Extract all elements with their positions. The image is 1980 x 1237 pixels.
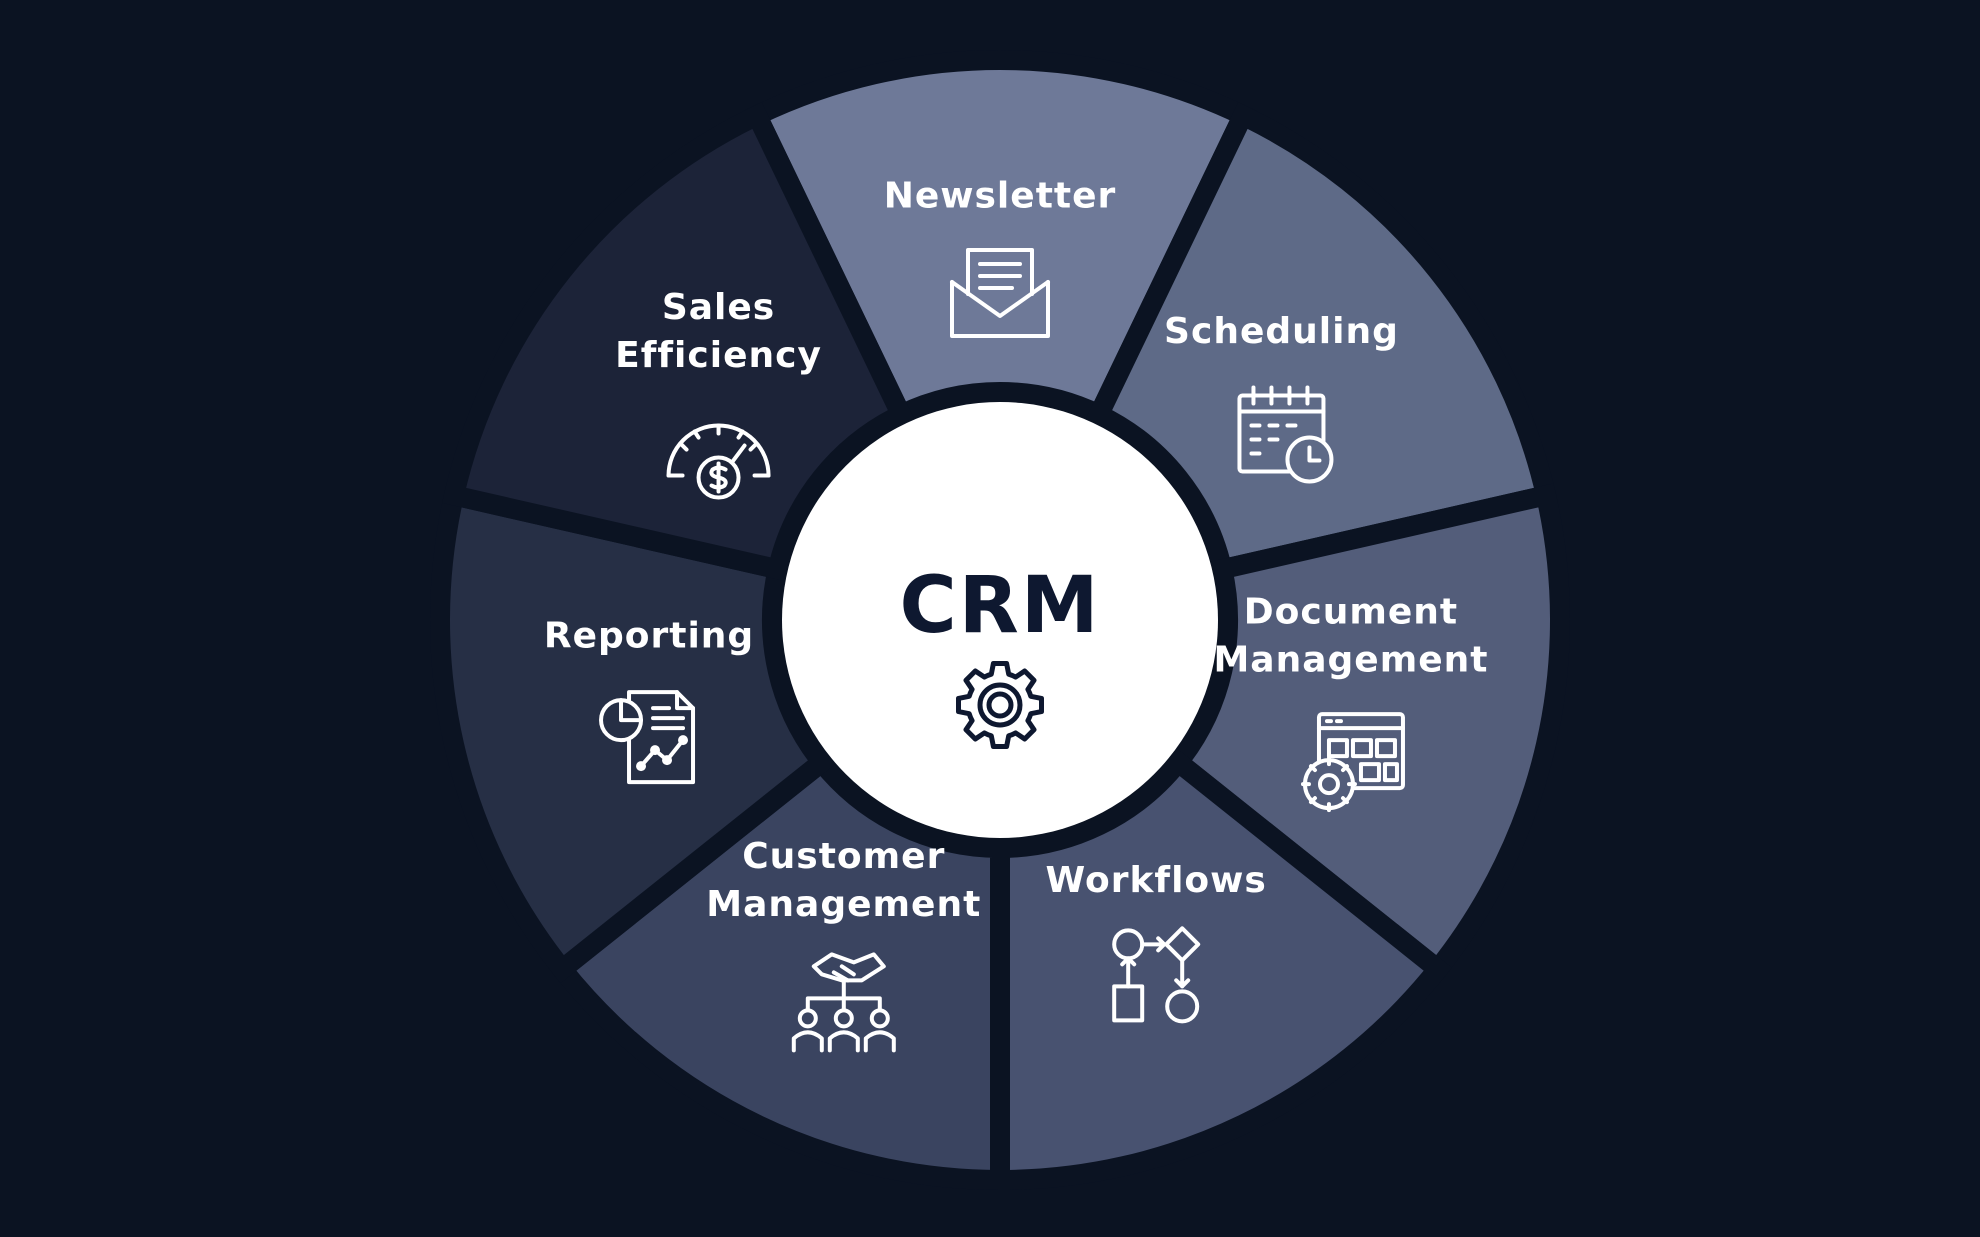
handshake-team-icon xyxy=(791,952,896,1053)
segment-label: Workflows xyxy=(1046,860,1267,901)
hub-circle xyxy=(782,402,1218,838)
segment-label: Efficiency xyxy=(615,335,822,376)
segments-layer: NewsletterSchedulingDocumentManagementWo… xyxy=(430,50,1570,1191)
segment-wedge xyxy=(1164,483,1570,984)
segment-label: Management xyxy=(1213,640,1488,681)
document-settings-icon xyxy=(1300,712,1405,813)
crm-hub: CRM xyxy=(782,402,1218,838)
speedometer-dollar-icon xyxy=(666,423,771,500)
segment-wedge xyxy=(442,102,915,582)
segment-label: Document xyxy=(1244,592,1458,633)
envelope-icon xyxy=(950,248,1050,338)
segment-wedge xyxy=(1085,102,1558,582)
segment-label: Scheduling xyxy=(1164,311,1399,352)
calendar-clock-icon xyxy=(1237,385,1334,484)
hub-title: CRM xyxy=(900,561,1101,651)
gear-icon xyxy=(956,661,1044,749)
segment-wedge xyxy=(548,748,1010,1191)
report-chart-icon xyxy=(599,690,696,785)
segment-wedge xyxy=(743,50,1257,428)
workflow-icon xyxy=(1112,926,1201,1024)
segment-scheduling: Scheduling xyxy=(1085,102,1558,582)
segment-workflows: Workflows xyxy=(990,748,1452,1191)
segment-label: Customer xyxy=(742,836,945,877)
segment-label: Reporting xyxy=(544,616,754,657)
segment-label: Newsletter xyxy=(884,176,1117,217)
segment-label: Sales xyxy=(662,287,775,328)
segment-reporting: Reporting xyxy=(430,483,836,984)
segment-label: Management xyxy=(706,884,981,925)
segment-wedge xyxy=(990,748,1452,1191)
segment-newsletter: Newsletter xyxy=(743,50,1257,428)
